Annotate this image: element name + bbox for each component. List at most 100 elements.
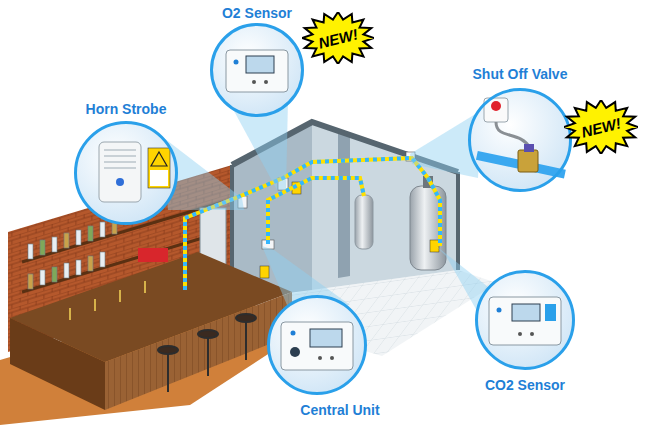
stool-leg (207, 336, 209, 376)
warning-sign (260, 266, 269, 278)
callout-circle (475, 270, 575, 370)
bottle (100, 222, 105, 237)
bottle (76, 230, 81, 245)
callout-node: Horn Strobe (56, 101, 196, 225)
valve-button (491, 101, 501, 111)
callout-title: CO2 Sensor (485, 377, 565, 394)
valve-body (518, 150, 538, 172)
tap (94, 299, 96, 311)
device-screen (512, 304, 540, 321)
bottle (40, 270, 45, 285)
register (138, 248, 168, 262)
bottle (64, 233, 69, 248)
bottle (52, 237, 57, 252)
device-housing (226, 50, 288, 92)
device-button (318, 356, 322, 360)
valve-coil (524, 144, 534, 152)
callout-node: Central Unit (247, 295, 387, 419)
callout-title: Shut Off Valve (473, 66, 568, 83)
bar-counter (10, 252, 292, 410)
device-screen (310, 329, 342, 347)
bottles (28, 219, 117, 289)
room (0, 122, 497, 425)
cables (185, 158, 440, 290)
warning-triangle (151, 152, 167, 166)
device-button (330, 356, 334, 360)
callout-disc (211, 24, 303, 116)
bottle (40, 240, 45, 255)
counter-front (105, 292, 292, 410)
new-starburst: NEW! (302, 12, 374, 64)
partition-wall (338, 132, 350, 278)
bottle (76, 260, 81, 275)
callout-disc (469, 89, 571, 191)
device-housing (489, 297, 561, 345)
callout-circle (74, 121, 178, 225)
callout-title: Horn Strobe (86, 101, 167, 118)
cable (185, 158, 428, 290)
strobe-led (116, 178, 124, 186)
callout-node: CO2 Sensor (455, 270, 595, 394)
device-button (264, 80, 268, 84)
callout-title: Central Unit (254, 402, 379, 419)
callout-circle (210, 23, 304, 117)
stool-seat (236, 314, 256, 322)
device-housing (281, 322, 353, 370)
starburst-outline (302, 12, 374, 64)
callout-disc (75, 122, 177, 224)
bottle (64, 263, 69, 278)
device-knob (290, 347, 300, 357)
tap (144, 281, 146, 293)
device-led (234, 60, 239, 65)
callout-disc (476, 271, 574, 369)
stool-leg (245, 320, 247, 360)
device-led (497, 308, 502, 313)
callout-disc (268, 296, 366, 394)
horn-strobe-device (99, 142, 170, 202)
warning-sign (148, 148, 170, 188)
device-badge (545, 304, 556, 321)
shut-off-valve-device (476, 98, 566, 178)
bottle (88, 226, 93, 241)
cable (428, 178, 440, 246)
new-starburst: NEW! (564, 100, 638, 154)
callout-discs (75, 24, 574, 394)
valve-button-box (484, 98, 508, 122)
device-housing (99, 142, 141, 202)
small-tank (355, 195, 373, 249)
callout-circle (468, 88, 572, 192)
gas-pipe (476, 151, 566, 179)
cable (185, 158, 428, 290)
stool-seat (158, 346, 178, 354)
device-button (530, 332, 534, 336)
bottle (100, 252, 105, 267)
speaker-grille (104, 150, 136, 168)
beer-taps (70, 281, 145, 320)
counter-end (10, 318, 105, 410)
central-unit-device (281, 322, 353, 370)
callout-circle (267, 295, 367, 395)
device-led (291, 331, 296, 336)
device-screen (246, 56, 274, 73)
o2-sensor-device (226, 50, 288, 92)
callout-title: O2 Sensor (222, 5, 292, 22)
co2-sensor-device (489, 297, 561, 345)
starburst-outline (564, 100, 638, 154)
callout-node: O2 Sensor (192, 5, 322, 117)
stool-leg (167, 352, 169, 392)
device-button (518, 332, 522, 336)
bottle (28, 274, 33, 289)
stools (158, 314, 256, 392)
wall-edge (456, 172, 460, 270)
bottle (52, 267, 57, 282)
warning-sign (430, 240, 439, 252)
bottle (88, 256, 93, 271)
sign-panel (150, 170, 168, 186)
device-button (252, 80, 256, 84)
stool-seat (198, 330, 218, 338)
bottle (28, 244, 33, 259)
tap (69, 308, 71, 320)
tap (119, 290, 121, 302)
